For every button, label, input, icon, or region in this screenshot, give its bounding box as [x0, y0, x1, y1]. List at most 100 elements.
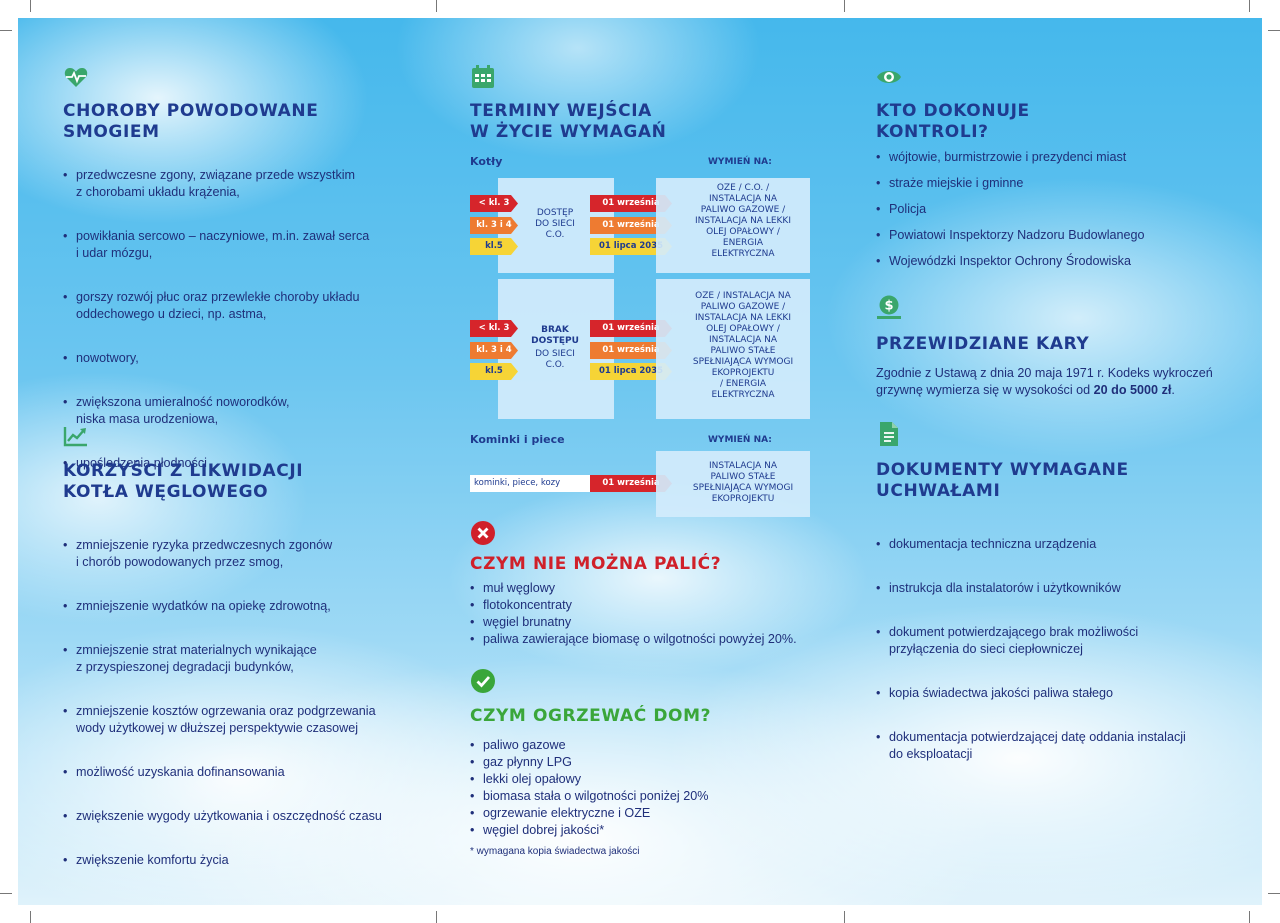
list-item: zmniejszenie wydatków na opiekę zdrowotn…	[63, 598, 433, 615]
list-item: nowotwory,	[63, 350, 423, 367]
allowed-title: CZYM OGRZEWAĆ DOM?	[470, 706, 712, 726]
list-item: zwiększenie wygody użytkowania i oszczęd…	[63, 808, 433, 825]
list-item: kopia świadectwa jakości paliwa stałego	[876, 685, 1226, 702]
footnote: * wymagana kopia świadectwa jakości	[470, 846, 640, 857]
deadlines-title: TERMINY WEJŚCIA W ŻYCIE WYMAGAŃ	[470, 101, 667, 142]
check-circle-icon	[470, 668, 496, 694]
list-item: dokumentacja techniczna urządzenia	[876, 536, 1226, 553]
smog-diseases-section: CHOROBY POWODOWANE SMOGIEM przedwczesne …	[63, 64, 423, 499]
class-tag: kl. 3 i 4	[470, 217, 518, 234]
crop-mark	[1268, 893, 1280, 894]
list-item: możliwość uzyskania dofinansowania	[63, 764, 433, 781]
svg-text:$: $	[884, 299, 893, 314]
crop-mark	[844, 0, 845, 12]
list-item: wójtowie, burmistrzowie i prezydenci mia…	[876, 149, 1226, 166]
condition-text: DO SIECI C.O.	[535, 349, 575, 370]
deadline-date: 01 lipca 2035	[590, 238, 672, 255]
list-item: powikłania sercowo – naczyniowe, m.in. z…	[63, 228, 423, 262]
replacement-text: OZE / C.O. / INSTALACJA NA PALIWO GAZOWE…	[695, 183, 791, 259]
crop-mark	[844, 911, 845, 923]
list-item: Wojewódzki Inspektor Ochrony Środowiska	[876, 253, 1226, 270]
list-item: zmniejszenie ryzyka przedwczesnych zgonó…	[63, 537, 433, 571]
list-item: węgiel dobrej jakości*	[470, 822, 830, 839]
list-item: gorszy rozwój płuc oraz przewlekłe choro…	[63, 289, 423, 323]
crop-mark	[30, 0, 31, 12]
deadlines-diagram: Kotły WYMIEŃ NA: DOSTĘP DO SIECI C.O. < …	[470, 152, 815, 522]
forbidden-title: CZYM NIE MOŻNA PALIĆ?	[470, 554, 722, 574]
benefits-section: KORZYŚCI Z LIKWIDACJI KOTŁA WĘGLOWEGO zm…	[63, 423, 433, 896]
eye-icon	[876, 64, 902, 90]
crop-mark	[1268, 30, 1280, 31]
replacement-text: OZE / INSTALACJA NA PALIWO GAZOWE / INST…	[692, 291, 794, 400]
list-item: straże miejskie i gminne	[876, 175, 1226, 192]
list-item: muł węglowy	[470, 580, 830, 597]
class-tag: < kl. 3	[470, 320, 518, 337]
crop-mark	[1249, 0, 1250, 12]
calendar-icon	[470, 64, 496, 90]
list-item: zwiększona umieralność noworodków, niska…	[63, 394, 423, 428]
documents-list: dokumentacja techniczna urządzenia instr…	[876, 518, 1226, 790]
deadline-date: 01 lipca 2035	[590, 363, 672, 380]
forbidden-fuels-section: CZYM NIE MOŻNA PALIĆ? muł węglowy flotok…	[470, 520, 830, 648]
list-item: gaz płynny LPG	[470, 754, 830, 771]
list-item: węgiel brunatny	[470, 614, 830, 631]
smog-title: CHOROBY POWODOWANE SMOGIEM	[63, 101, 319, 142]
list-item: biomasa stała o wilgotności poniżej 20%	[470, 788, 830, 805]
replace-label: WYMIEŃ NA:	[708, 157, 772, 167]
class-tag: kl. 3 i 4	[470, 342, 518, 359]
crop-mark	[436, 911, 437, 923]
fireplace-item: kominki, piece, kozy	[470, 475, 590, 492]
replacement-box	[656, 178, 810, 273]
benefits-title: KORZYŚCI Z LIKWIDACJI KOTŁA WĘGLOWEGO	[63, 461, 304, 502]
list-item: dokument potwierdzającego brak możliwośc…	[876, 624, 1226, 658]
crop-mark	[0, 30, 12, 31]
allowed-list: paliwo gazowe gaz płynny LPG lekki olej …	[470, 737, 830, 839]
forbidden-list: muł węglowy flotokoncentraty węgiel brun…	[470, 580, 830, 648]
list-item: zmniejszenie strat materialnych wynikają…	[63, 642, 433, 676]
crop-mark	[436, 0, 437, 12]
condition-text: DOSTĘP DO SIECI C.O.	[535, 208, 575, 240]
penalties-title: PRZEWIDZIANE KARY	[876, 334, 1090, 354]
fireplaces-label: Kominki i piece	[470, 433, 565, 446]
list-item: paliwo gazowe	[470, 737, 830, 754]
list-item: Powiatowi Inspektorzy Nadzoru Budowlaneg…	[876, 227, 1226, 244]
replacement-box	[656, 451, 810, 517]
x-circle-icon	[470, 520, 496, 546]
crop-mark	[30, 911, 31, 923]
list-item: ogrzewanie elektryczne i OZE	[470, 805, 830, 822]
inspection-section: KTO DOKONUJE KONTROLI? wójtowie, burmist…	[876, 64, 1226, 279]
smog-list: przedwczesne zgony, związane przede wszy…	[63, 149, 423, 499]
document-icon	[876, 421, 902, 447]
boilers-label: Kotły	[470, 155, 503, 168]
documents-title: DOKUMENTY WYMAGANE UCHWAŁAMI	[876, 460, 1129, 501]
list-item: dokumentacja potwierdzającej datę oddani…	[876, 729, 1226, 763]
list-item: zwiększenie komfortu życia	[63, 852, 433, 869]
penalties-text-end: .	[1171, 383, 1175, 397]
list-item: Policja	[876, 201, 1226, 218]
crop-mark	[0, 893, 12, 894]
class-tag: kl.5	[470, 238, 518, 255]
list-item: paliwa zawierające biomasę o wilgotności…	[470, 631, 830, 648]
penalties-text-body: Zgodnie z Ustawą z dnia 20 maja 1971 r. …	[876, 366, 1213, 397]
list-item: flotokoncentraty	[470, 597, 830, 614]
trend-up-icon	[63, 423, 89, 449]
class-tag: kl.5	[470, 363, 518, 380]
money-icon: $	[876, 294, 902, 320]
deadlines-section: TERMINY WEJŚCIA W ŻYCIE WYMAGAŃ	[470, 64, 830, 143]
condition-text-bold: BRAK DOSTĘPU	[531, 325, 579, 346]
crop-mark	[1249, 911, 1250, 923]
documents-section: DOKUMENTY WYMAGANE UCHWAŁAMI dokumentacj…	[876, 421, 1226, 790]
penalties-section: $ PRZEWIDZIANE KARY Zgodnie z Ustawą z d…	[876, 294, 1226, 399]
list-item: zmniejszenie kosztów ogrzewania oraz pod…	[63, 703, 433, 737]
list-item: instrukcja dla instalatorów i użytkownik…	[876, 580, 1226, 597]
list-item: przedwczesne zgony, związane przede wszy…	[63, 167, 423, 201]
allowed-fuels-section: CZYM OGRZEWAĆ DOM? paliwo gazowe gaz pły…	[470, 668, 830, 857]
replacement-text: INSTALACJA NA PALIWO STAŁE SPEŁNIAJĄCA W…	[692, 461, 794, 504]
inspection-list: wójtowie, burmistrzowie i prezydenci mia…	[876, 149, 1226, 270]
list-item: upośledzenia płodności	[63, 455, 423, 472]
inspection-title: KTO DOKONUJE KONTROLI?	[876, 101, 1030, 142]
penalties-text: Zgodnie z Ustawą z dnia 20 maja 1971 r. …	[876, 365, 1226, 399]
benefits-list: zmniejszenie ryzyka przedwczesnych zgonó…	[63, 519, 433, 896]
heartbeat-icon	[63, 64, 89, 90]
class-tag: < kl. 3	[470, 195, 518, 212]
